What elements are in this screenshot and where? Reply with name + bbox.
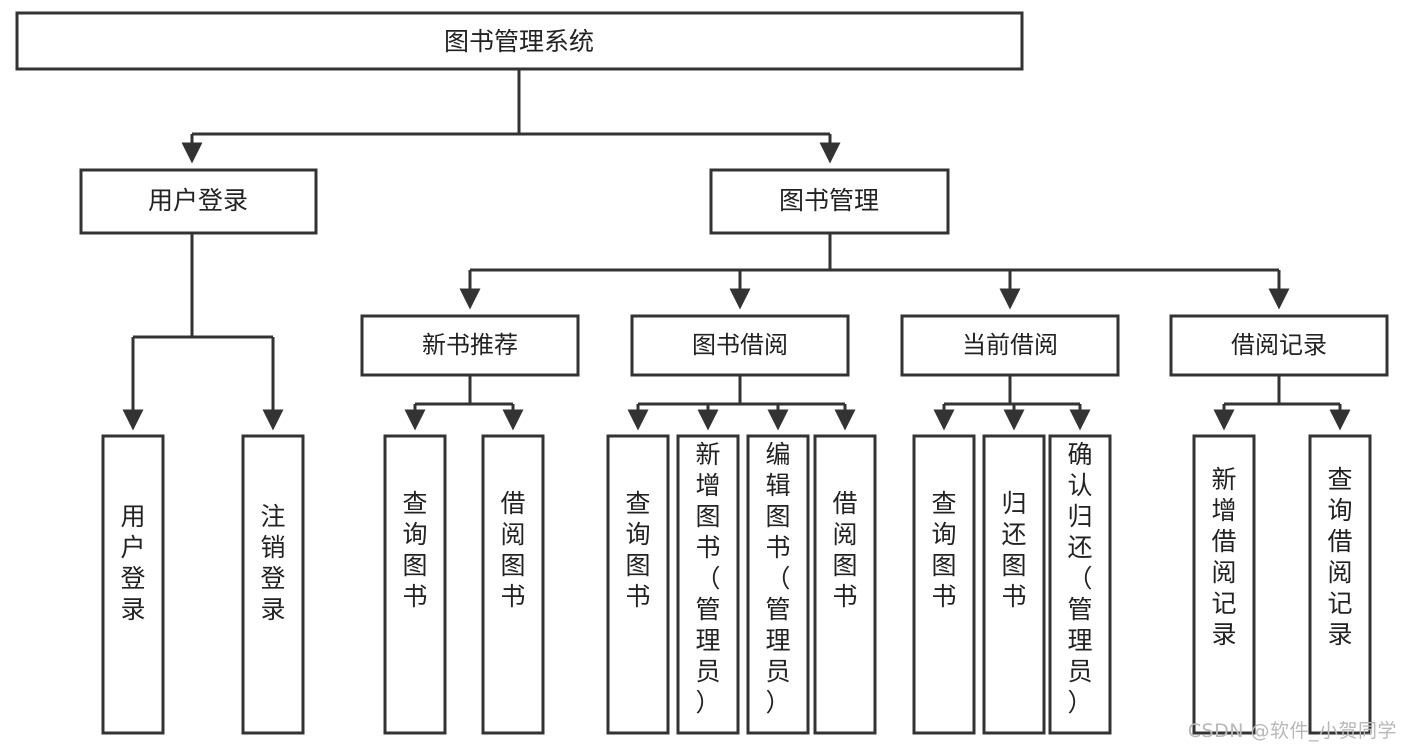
- leaf-node[interactable]: 新增图书（管理员）: [676, 434, 740, 735]
- leaf-node[interactable]: 归还图书: [982, 434, 1046, 735]
- leaf-node[interactable]: 新增借阅记录: [1192, 434, 1256, 735]
- leaf-book-borrow-1-box[interactable]: [676, 434, 740, 735]
- node-root-box[interactable]: [15, 11, 1024, 71]
- node-book-borrow-label: 图书借阅: [692, 331, 788, 359]
- leaf-book-borrow-2-label: 编辑图书（管理员）: [765, 440, 790, 717]
- leaf-new-books-0-box[interactable]: [383, 434, 447, 735]
- leaf-current-borrow-2-box[interactable]: [1048, 434, 1112, 735]
- connector-group-borrow-record: [1213, 376, 1351, 431]
- node-user-login-label: 用户登录: [148, 186, 248, 215]
- leaf-current-borrow-1-box[interactable]: [982, 434, 1046, 735]
- leaf-new-books-1-label: 借阅图书: [500, 489, 525, 611]
- leaf-book-borrow-2-box[interactable]: [746, 434, 810, 735]
- node-current-borrow-box[interactable]: [900, 314, 1120, 377]
- node-borrow-record-box[interactable]: [1169, 314, 1389, 377]
- leaf-borrow-record-0-label: 新增借阅记录: [1211, 465, 1236, 649]
- leaf-borrow-record-1-box[interactable]: [1308, 434, 1372, 735]
- node-new-book-recommend-box[interactable]: [360, 314, 580, 377]
- node-book-borrow[interactable]: 图书借阅: [630, 314, 850, 377]
- node-root[interactable]: 图书管理系统: [15, 11, 1024, 71]
- node-user-login-box[interactable]: [79, 168, 318, 235]
- leaf-new-books-0-label: 查询图书: [402, 489, 427, 611]
- connector-group-new-books: [404, 376, 524, 431]
- node-book-management-label: 图书管理: [779, 186, 879, 215]
- leaf-node[interactable]: 确认归还（管理员）: [1048, 434, 1112, 735]
- node-new-book-recommend[interactable]: 新书推荐: [360, 314, 580, 377]
- leaf-node[interactable]: 编辑图书（管理员）: [746, 434, 810, 735]
- leaf-user-login-1-label: 注销登录: [260, 502, 285, 624]
- connector-group-book-mgmt: [459, 233, 1290, 310]
- leaf-node[interactable]: 借阅图书: [813, 434, 877, 735]
- leaf-borrow-record-1-label: 查询借阅记录: [1327, 465, 1352, 649]
- node-root-label: 图书管理系统: [444, 27, 594, 56]
- leaf-book-borrow-0-label: 查询图书: [625, 489, 650, 611]
- node-user-login[interactable]: 用户登录: [79, 168, 318, 235]
- leaf-node[interactable]: 查询图书: [912, 434, 976, 735]
- node-book-management[interactable]: 图书管理: [709, 168, 950, 235]
- connector-group-user-login: [122, 233, 284, 431]
- leaf-user-login-1-box[interactable]: [241, 434, 305, 735]
- leaf-borrow-record-0-box[interactable]: [1192, 434, 1256, 735]
- connector-group-root: [181, 69, 841, 164]
- leaf-user-login-0-box[interactable]: [101, 434, 165, 735]
- leaf-node[interactable]: 查询图书: [383, 434, 447, 735]
- connector-group-book-borrow: [627, 376, 856, 431]
- leaf-new-books-1-box[interactable]: [481, 434, 545, 735]
- node-new-book-recommend-label: 新书推荐: [422, 331, 518, 359]
- leaf-node[interactable]: 查询图书: [606, 434, 670, 735]
- leaf-book-borrow-3-box[interactable]: [813, 434, 877, 735]
- node-borrow-record-label: 借阅记录: [1231, 331, 1327, 359]
- leaf-current-borrow-2-label: 确认归还（管理员）: [1067, 440, 1092, 717]
- node-current-borrow-label: 当前借阅: [962, 331, 1058, 359]
- leaf-book-borrow-0-box[interactable]: [606, 434, 670, 735]
- node-current-borrow[interactable]: 当前借阅: [900, 314, 1120, 377]
- node-book-management-box[interactable]: [709, 168, 950, 235]
- leaf-node[interactable]: 借阅图书: [481, 434, 545, 735]
- leaf-user-login-0-label: 用户登录: [120, 502, 145, 624]
- connector-group-current-borrow: [933, 376, 1091, 431]
- node-book-borrow-box[interactable]: [630, 314, 850, 377]
- leaf-current-borrow-0-box[interactable]: [912, 434, 976, 735]
- leaf-node[interactable]: 查询借阅记录: [1308, 434, 1372, 735]
- leaf-current-borrow-1-label: 归还图书: [1001, 489, 1026, 611]
- leaf-book-borrow-3-label: 借阅图书: [832, 489, 857, 611]
- leaf-node[interactable]: 注销登录: [241, 434, 305, 735]
- node-borrow-record[interactable]: 借阅记录: [1169, 314, 1389, 377]
- leaf-node[interactable]: 用户登录: [101, 434, 165, 735]
- leaf-book-borrow-1-label: 新增图书（管理员）: [695, 440, 720, 717]
- leaf-current-borrow-0-label: 查询图书: [931, 489, 956, 611]
